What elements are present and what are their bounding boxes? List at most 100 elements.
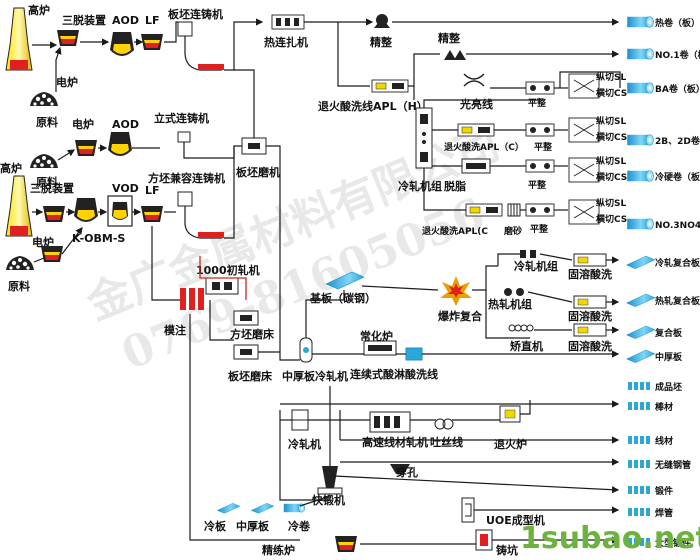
- slab-grinder: [241, 137, 267, 155]
- raw-material-3-label: 原料: [8, 279, 30, 293]
- shear-2-label: 纵切SL: [596, 115, 626, 127]
- product-p5-label: 冷硬卷（板）: [655, 171, 700, 183]
- apl-c1: [457, 123, 495, 137]
- uoe-former: [461, 497, 475, 523]
- blast-furnace-1-label: 高炉: [28, 3, 50, 17]
- product-p1: 热卷（板）: [626, 16, 700, 29]
- finishing-2: [444, 50, 466, 60]
- hot-strip-mill: [271, 14, 305, 30]
- product-p9: 复合板: [626, 325, 683, 339]
- apl-h: [371, 79, 409, 93]
- flat-3-label: 平整: [528, 179, 546, 191]
- refine-furnace: [335, 536, 357, 552]
- product-p15-label: 锻件: [655, 485, 673, 497]
- vertical-caster-label: 立式连铸机: [154, 111, 209, 125]
- aod-vessel-1: [110, 32, 134, 56]
- substrate-label: 基板（碳钢）: [309, 291, 376, 305]
- product-p1-label: 热卷（板）: [655, 17, 700, 29]
- square-caster-label: 方坯兼容连铸机: [148, 171, 225, 185]
- bottom-product-3-label: 冷卷: [288, 519, 311, 533]
- grind-box: [507, 203, 521, 217]
- shear-3b-label: 横切CS: [596, 171, 627, 183]
- cold-roll-group-label: 冷轧机组: [514, 259, 558, 273]
- ladle-desulf-2: [43, 206, 65, 222]
- product-p2-label: NO.1卷（板）: [655, 49, 700, 61]
- spit-coil: [434, 418, 454, 430]
- electric-furnace-3-label: 电炉: [32, 235, 54, 249]
- blast-furnace-2: 高炉: [0, 161, 33, 237]
- product-p12-label: 棒材: [655, 401, 673, 413]
- raw-material-2-label: 原料: [36, 175, 58, 189]
- apl-h-label: 退火酸洗线APL（H）: [318, 99, 428, 113]
- product-p15: 锻件: [628, 485, 673, 497]
- hot-roll-group-label: 热轧机组: [488, 297, 532, 311]
- product-p2: NO.1卷（板）: [626, 48, 700, 61]
- upstream-row-1: 高炉 三脱装置 AOD LF 原料 电炉: [5, 3, 178, 129]
- anneal-label: 退火炉: [494, 437, 527, 451]
- straightener: [508, 324, 534, 332]
- cont-pickle-label: 连续式酸淋酸洗线: [350, 367, 438, 381]
- cold-mill-2: [291, 409, 309, 431]
- upstream-row-3: 高炉 三脱装置 VOD LF K-OBM-S 原料 电炉: [0, 161, 180, 301]
- bottom-product-1-label: 冷板: [204, 519, 227, 533]
- plate-icon: [626, 255, 656, 269]
- shear-3-label: 纵切SL: [596, 155, 626, 167]
- solution-3-box: [573, 323, 607, 337]
- bottom-left-products: 冷板 中厚板 冷卷: [204, 495, 331, 533]
- upstream-row-2: 原料 电炉 AOD: [30, 117, 160, 189]
- slab-grind-bed: [233, 344, 259, 360]
- plate-mill-section: 中厚板冷轧机 常化炉 连续式酸淋酸洗线: [282, 290, 620, 383]
- apl-c2-label: 退火酸洗APL(C: [422, 225, 488, 237]
- pickle-tank: [405, 347, 423, 361]
- slab-caster: 板坯连铸机: [168, 7, 224, 71]
- product-p9-label: 复合板: [654, 327, 683, 339]
- plate-icon: [626, 293, 656, 307]
- coil-icon: [626, 48, 654, 60]
- finishing-1-label: 精整: [370, 35, 392, 49]
- bloom-mill-label: 1000初轧机: [196, 263, 260, 277]
- raw-material-1-label: 原料: [36, 115, 58, 129]
- coil-icon: [626, 218, 654, 230]
- solution-1-box: [573, 253, 607, 267]
- slab-caster-label: 板坯连铸机: [168, 7, 223, 21]
- pierce-icon: [390, 464, 410, 474]
- solution-2-label: 固溶酸洗: [568, 309, 612, 323]
- flat-2-label: 平整: [534, 141, 552, 153]
- bright-line-label: 光亮线: [459, 97, 493, 111]
- coil-icon: [626, 82, 654, 94]
- apl-c1-label: 退火酸洗APL（C）: [444, 141, 524, 153]
- explosive-label: 爆炸复合: [438, 309, 483, 323]
- hot-roll-group: [504, 288, 524, 296]
- hot-strip-section: 热连扎机 精整 退火酸洗线APL（H） 精整 光亮线: [264, 14, 620, 113]
- desulf-2-label: 三脱装置: [30, 181, 74, 195]
- aod-1-label: AOD: [112, 14, 139, 27]
- ore-pile-3: [6, 256, 34, 270]
- product-p17: 大型锻件: [628, 537, 691, 549]
- electric-furnace-2-label: 电炉: [72, 117, 94, 131]
- lf-1-ladle: [141, 34, 163, 50]
- ingot-mold: [180, 288, 204, 310]
- flat-4-label: 平整: [530, 223, 548, 235]
- wire-mill-label: 高速线材轧机: [362, 435, 428, 449]
- shear-4: [568, 199, 600, 225]
- lf-2-label: LF: [145, 184, 160, 197]
- flat-1: [525, 81, 555, 95]
- slab-grind-bed-label: 板坯磨床: [228, 369, 273, 383]
- coil-icon: [626, 16, 654, 28]
- product-p5: 冷硬卷（板）: [626, 170, 700, 183]
- apl-c2: [465, 203, 503, 217]
- shear-2: [568, 117, 600, 143]
- cold-roll-group: [520, 250, 536, 258]
- cold-mill-2-label: 冷轧机: [288, 437, 321, 451]
- flat-1-label: 平整: [528, 97, 546, 109]
- coil-icon: [626, 134, 654, 146]
- plate-icon: [626, 325, 656, 339]
- shear-4b-label: 横切CS: [596, 213, 627, 225]
- ladle-desulf-1: [57, 30, 79, 46]
- aod-vessel-2: [108, 132, 132, 156]
- product-p6: NO.3NO4HL乃卷（板）: [626, 218, 700, 231]
- product-p7: 冷轧复合板: [626, 255, 700, 269]
- bar-icon: [628, 486, 650, 494]
- uoe-label: UOE成型机: [486, 513, 545, 527]
